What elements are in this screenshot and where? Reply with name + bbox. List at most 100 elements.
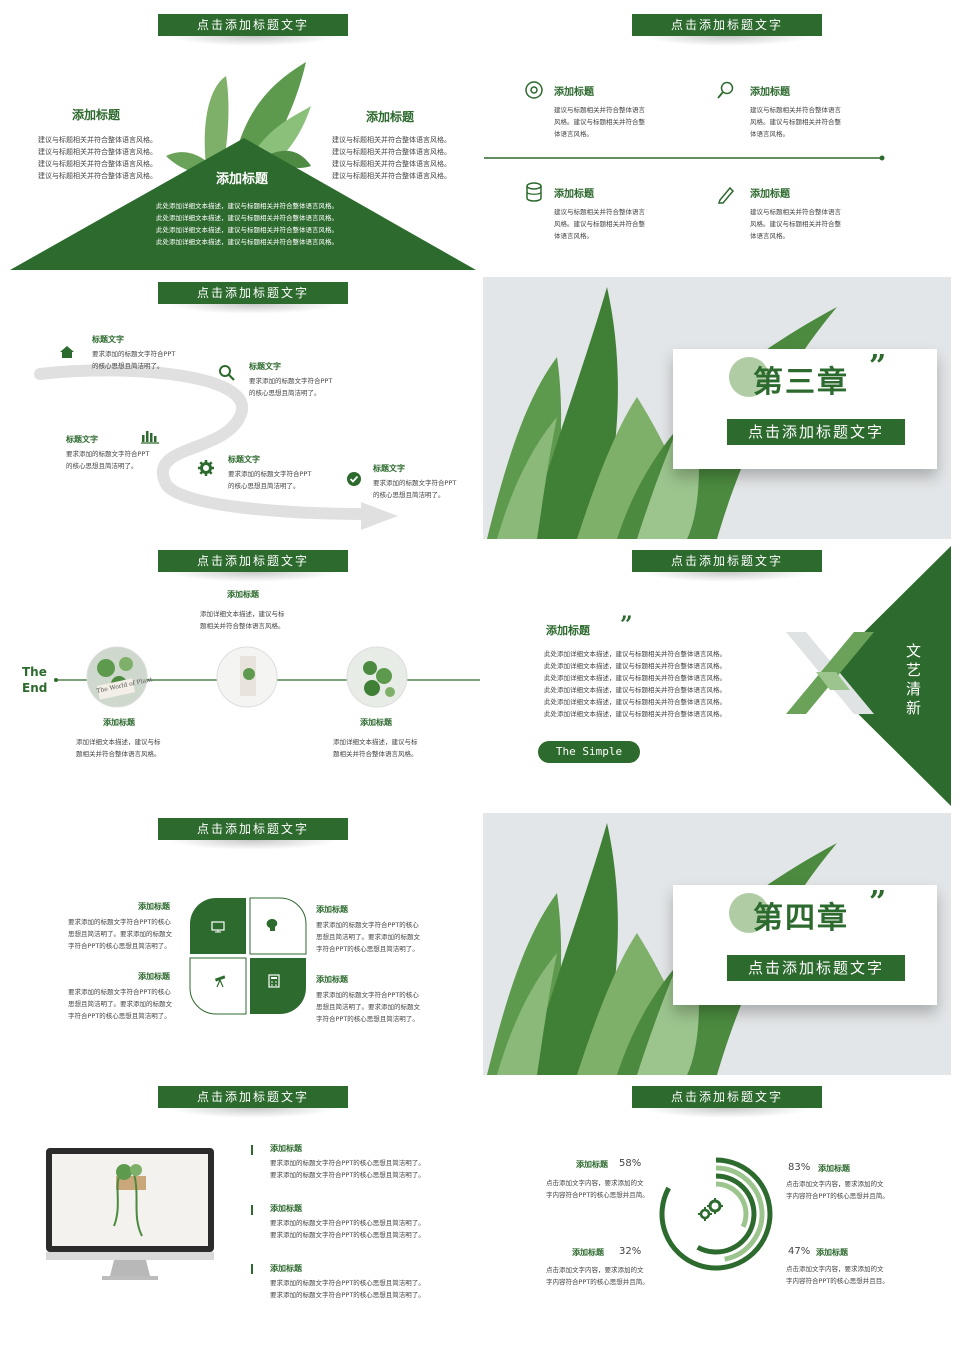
slide-title-banner[interactable]: 点击添加标题文字 [158, 14, 348, 46]
chapter-subtitle-button[interactable]: 点击添加标题文字 [727, 955, 905, 981]
item-text: 点击添加文字内容，要求添加的文字内容符合PPT的核心思想并且简。 [546, 1266, 649, 1286]
check-icon [347, 472, 361, 486]
progress-rings [659, 1157, 773, 1271]
item-heading: 标题文字 [92, 335, 124, 344]
slide-10: 点击添加标题文字 添加标题 58% 点击添加文字内容，要求添加的文字内容符合PP… [480, 1078, 956, 1344]
slide-title-banner[interactable]: 点击添加标题文字 [632, 1086, 822, 1118]
search-icon [219, 365, 235, 381]
chapter-title: 第三章 [753, 365, 849, 400]
green-triangle-shape [820, 546, 951, 806]
item-heading: 添加标题 [554, 189, 594, 200]
right-text: 建议与标题相关并符合整体语言风格。建议与标题相关并符合整体语言风格。建议与标题相… [332, 136, 451, 180]
left-text: 建议与标题相关并符合整体语言风格。建议与标题相关并符合整体语言风格。建议与标题相… [38, 136, 157, 180]
x-leaf-shape [786, 632, 874, 714]
triangle-shape [10, 138, 476, 270]
item-text: 建议与标题相关并符合整体语言风格。建议与标题相关并符合整体语言风格。 [750, 106, 841, 138]
top-heading: 添加标题 [227, 590, 259, 599]
item-text: 要求添加的标题文字符合PPT的核心思想且简洁明了。要求添加的标题文字符合PPT的… [316, 921, 420, 953]
item-text: 建议与标题相关并符合整体语言风格。建议与标题相关并符合整体语言风格。 [554, 106, 645, 138]
item-heading: 添加标题 [750, 87, 790, 98]
percent-value: 47% [788, 1246, 811, 1257]
lightbulb-head-icon [266, 919, 278, 931]
percent-value: 83% [788, 1162, 811, 1173]
home-icon [60, 346, 74, 358]
center-heading: 添加标题 [216, 172, 269, 187]
magnifier-icon [717, 81, 734, 99]
item-heading: 添加标题 [270, 1144, 302, 1153]
vertical-label: 文艺清新 [906, 642, 922, 717]
item-text: 要求添加的标题文字符合PPT的核心思想且简洁明了。要求添加的标题文字符合PPT的… [316, 991, 420, 1023]
gears-icon [698, 1198, 723, 1221]
item-heading: 添加标题 [316, 905, 348, 914]
item-heading: 添加标题 [270, 1264, 302, 1273]
item-text: 要求添加的标题文字符合PPT的核心思想且简洁明了。要求添加的标题文字符合PPT的… [270, 1159, 425, 1179]
slide-9: 点击添加标题文字 添加标题 要求添加的标题文字符合PPT的核心思想且简洁明了。要… [6, 1078, 482, 1344]
slide-title-banner[interactable]: 点击添加标题文字 [158, 818, 348, 850]
quote-mark-icon: ” [869, 349, 887, 384]
computer-monitor-image [46, 1148, 214, 1280]
item-text: 建议与标题相关并符合整体语言风格。建议与标题相关并符合整体语言风格。 [554, 208, 645, 240]
accent-bar [251, 1205, 253, 1215]
the-simple-pill[interactable]: The Simple [538, 741, 640, 763]
item-heading: 添加标题 [576, 1160, 608, 1169]
left-heading: 添加标题 [103, 718, 135, 727]
item-text: 点击添加文字内容，要求添加的文字内容符合PPT的核心思想并且目。 [786, 1265, 889, 1285]
right-heading: 添加标题 [360, 718, 392, 727]
quote-mark-icon: ” [620, 612, 633, 638]
chapter-card: 第四章 ” 点击添加标题文字 [673, 885, 937, 1005]
item-heading: 添加标题 [554, 87, 594, 98]
slide-8-chapter: 第四章 ” 点击添加标题文字 [483, 813, 951, 1075]
slide-title-banner[interactable]: 点击添加标题文字 [158, 550, 348, 582]
left-heading: 添加标题 [72, 108, 121, 122]
item-heading: 标题文字 [249, 362, 281, 371]
progress-ring-arc [715, 1165, 765, 1262]
plant-photo-circle [86, 646, 148, 708]
decor-circle [729, 893, 769, 933]
item-heading: 添加标题 [816, 1248, 848, 1257]
chapter-subtitle-button[interactable]: 点击添加标题文字 [727, 419, 905, 445]
plant-photo-circle [216, 646, 278, 708]
monitor-icon [211, 921, 225, 933]
top-text: 添加详细文本描述，建议与标题相关并符合整体语言风格。 [200, 610, 285, 630]
slide-title-banner[interactable]: 点击添加标题文字 [158, 1086, 348, 1118]
item-heading: 添加标题 [572, 1248, 604, 1257]
database-icon [526, 182, 542, 202]
item-heading: 标题文字 [373, 464, 405, 473]
gear-icon [198, 460, 214, 476]
item-text: 建议与标题相关并符合整体语言风格。建议与标题相关并符合整体语言风格。 [750, 208, 841, 240]
item-heading: 添加标题 [316, 975, 348, 984]
percent-value: 32% [619, 1246, 642, 1257]
petal-diagram [189, 897, 307, 1015]
pencil-icon [717, 186, 735, 204]
progress-ring-arc [715, 1181, 749, 1228]
item-text: 要求添加的标题文字符合PPT的核心思想且简洁明了。要求添加的标题文字符合PPT的… [68, 918, 172, 950]
quote-mark-icon: ” [869, 885, 887, 920]
right-text: 添加详细文本描述，建议与标题相关并符合整体语言风格。 [333, 738, 418, 758]
slide-title-banner[interactable]: 点击添加标题文字 [632, 550, 822, 582]
item-heading: 添加标题 [270, 1204, 302, 1213]
percent-value: 58% [619, 1158, 642, 1169]
curved-arrow-shape [34, 364, 398, 530]
chapter-card: 第三章 ” 点击添加标题文字 [673, 349, 937, 469]
slide-2: 点击添加标题文字 添加标题 建议与标题相关并符合整体语言风格。建议与标题相关并符… [480, 6, 956, 272]
item-text: 要求添加的标题文字符合PPT的核心思想且简洁明了。要求添加的标题文字符合PPT的… [68, 988, 172, 1020]
right-heading: 添加标题 [366, 110, 415, 124]
progress-ring-arc [696, 1173, 757, 1255]
item-heading: 添加标题 [138, 972, 170, 981]
center-text: 此处添加详细文本描述，建议与标题相关并符合整体语言风格。此处添加详细文本描述，建… [156, 202, 338, 246]
item-text: 要求添加的标题文字符合PPT的核心思想且简洁明了。要求添加的标题文字符合PPT的… [270, 1279, 425, 1299]
slide-title-banner[interactable]: 点击添加标题文字 [158, 282, 348, 314]
slide-1: 点击添加标题文字 添加标题 建议与标题相关并符合整体语言风格。建议与标题相关并符… [6, 6, 482, 272]
item-heading: 添加标题 [138, 902, 170, 911]
slide-title-banner[interactable]: 点击添加标题文字 [632, 14, 822, 46]
telescope-icon [214, 975, 226, 988]
item-heading: 添加标题 [750, 189, 790, 200]
slide-4-chapter: 第三章 ” 点击添加标题文字 [483, 277, 951, 539]
item-text: 点击添加文字内容，要求添加的文字内容符合PPT的核心思想并且简。 [786, 1180, 889, 1200]
